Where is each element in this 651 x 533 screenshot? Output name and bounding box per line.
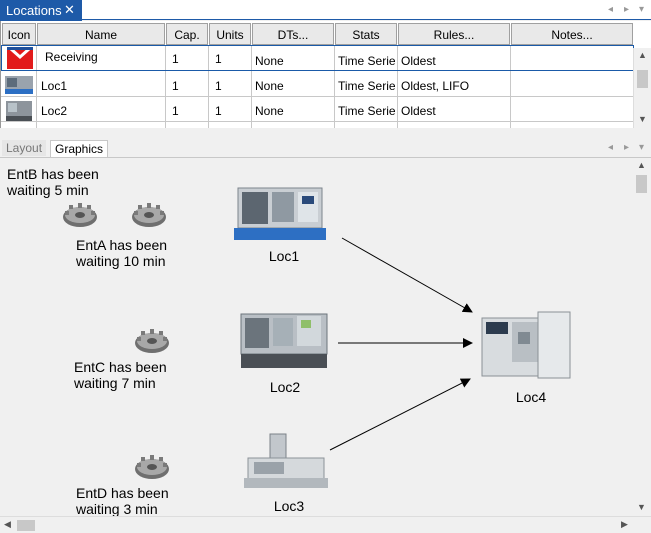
- row-rules: Oldest, LIFO: [401, 79, 470, 93]
- tab-menu-icon[interactable]: ▾: [639, 4, 645, 15]
- row-stats: Time Series: [338, 79, 396, 93]
- locations-table: Icon Name Cap. Units DTs... Stats Rules.…: [0, 21, 651, 128]
- column-header-units[interactable]: Units: [209, 23, 251, 45]
- gear-icon[interactable]: [133, 453, 171, 481]
- tab-layout[interactable]: Layout: [2, 140, 47, 156]
- row-name: Loc2: [41, 104, 68, 118]
- row-cap: 1: [172, 79, 179, 93]
- row-name: Loc1: [41, 79, 68, 93]
- row-dts: None: [255, 79, 284, 93]
- scroll-up-icon[interactable]: ▲: [638, 50, 647, 60]
- scroll-down-icon[interactable]: ▼: [638, 114, 647, 124]
- machine-icon[interactable]: [240, 430, 332, 494]
- location-label-loc4: Loc4: [515, 389, 547, 405]
- gear-icon[interactable]: [133, 327, 171, 355]
- canvas-vertical-scrollbar[interactable]: ▲ ▼: [633, 158, 651, 516]
- location-label-loc2: Loc2: [269, 379, 301, 395]
- tab-menu-icon[interactable]: ▾: [639, 142, 645, 153]
- location-label-loc1: Loc1: [268, 248, 300, 264]
- scroll-thumb[interactable]: [637, 70, 648, 88]
- view-tab-strip: [0, 138, 651, 158]
- scroll-thumb[interactable]: [636, 175, 647, 193]
- column-header-name[interactable]: Name: [37, 23, 165, 45]
- tab-nav-left-icon[interactable]: ◂: [608, 142, 614, 153]
- tab-nav-left-icon[interactable]: ◂: [608, 4, 614, 15]
- location-label-loc3: Loc3: [273, 498, 305, 514]
- tab-locations[interactable]: Locations ✕: [0, 0, 82, 21]
- table-scrollbar[interactable]: ▲ ▼: [633, 48, 651, 128]
- routing-arrows: [329, 237, 473, 451]
- row-units: 1: [215, 104, 222, 118]
- machine-icon[interactable]: [478, 308, 578, 382]
- scroll-down-icon[interactable]: ▼: [637, 502, 646, 512]
- row-stats: Time Series: [338, 104, 396, 118]
- row-name: Receiving: [45, 50, 98, 64]
- row-units: 1: [215, 52, 222, 66]
- column-header-dts[interactable]: DTs...: [252, 23, 334, 45]
- canvas-horizontal-scrollbar[interactable]: ◀ ▶: [0, 516, 651, 533]
- tab-strip: [0, 0, 651, 20]
- machine-icon: [3, 73, 35, 95]
- receiving-icon: [5, 47, 35, 69]
- scroll-left-icon[interactable]: ◀: [4, 519, 11, 529]
- machine-icon: [3, 98, 35, 126]
- scroll-thumb[interactable]: [17, 520, 35, 531]
- gear-icon[interactable]: [61, 201, 99, 229]
- row-cap: 1: [172, 52, 179, 66]
- scroll-right-icon[interactable]: ▶: [621, 519, 628, 529]
- scroll-up-icon[interactable]: ▲: [637, 160, 646, 170]
- tab-nav-right-icon[interactable]: ▸: [624, 4, 630, 15]
- row-dts: None: [255, 54, 284, 68]
- row-rules: Oldest: [401, 104, 436, 118]
- row-rules: Oldest: [401, 54, 436, 68]
- close-icon[interactable]: ✕: [64, 2, 75, 17]
- tab-nav-right-icon[interactable]: ▸: [624, 142, 630, 153]
- column-header-cap[interactable]: Cap.: [166, 23, 208, 45]
- row-cap: 1: [172, 104, 179, 118]
- row-units: 1: [215, 79, 222, 93]
- gear-icon[interactable]: [130, 201, 168, 229]
- row-stats: Time Series: [338, 54, 396, 68]
- column-header-stats[interactable]: Stats: [335, 23, 397, 45]
- machine-icon[interactable]: [237, 304, 331, 372]
- row-dts: None: [255, 104, 284, 118]
- column-header-icon[interactable]: Icon: [2, 23, 36, 45]
- machine-icon[interactable]: [232, 178, 328, 244]
- column-header-notes[interactable]: Notes...: [511, 23, 633, 45]
- tab-graphics[interactable]: Graphics: [50, 140, 109, 157]
- tab-label: Locations: [6, 3, 62, 18]
- column-header-rules[interactable]: Rules...: [398, 23, 510, 45]
